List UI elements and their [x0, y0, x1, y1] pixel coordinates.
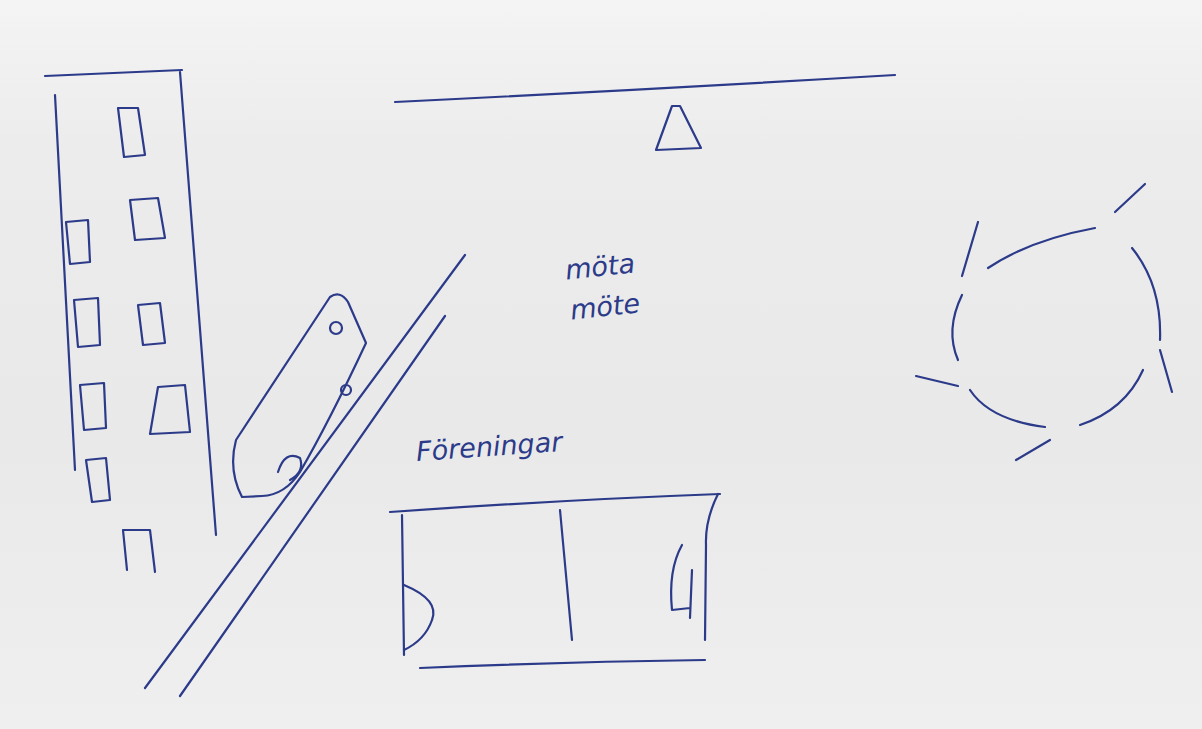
tram — [145, 255, 465, 696]
sun-arc — [970, 390, 1045, 427]
tram-window — [341, 385, 351, 395]
handwritten-label: möte — [569, 288, 642, 325]
balance-scale — [395, 75, 895, 150]
tram-body — [233, 294, 366, 497]
building-window — [74, 298, 100, 347]
sun-ray — [1160, 350, 1172, 392]
building-window — [130, 198, 165, 240]
pitch-line — [390, 494, 720, 512]
building-window — [66, 220, 90, 264]
football-pitch — [390, 494, 720, 668]
sun — [916, 184, 1172, 460]
sun-ray — [962, 222, 978, 276]
tram-track — [180, 316, 445, 696]
building-window — [118, 108, 145, 157]
building-wall — [180, 72, 216, 535]
pitch-goal-area — [671, 545, 692, 618]
pitch-line — [420, 660, 705, 668]
handwritten-label: möta — [564, 248, 637, 285]
sun-ray — [916, 376, 958, 386]
pitch-center-line — [560, 510, 572, 640]
balance-beam — [395, 75, 895, 102]
apartment-building — [45, 70, 216, 572]
handwritten-label: Föreningar — [415, 427, 563, 467]
sun-arc — [1132, 248, 1160, 340]
building-wall — [55, 95, 75, 470]
building-window — [138, 303, 165, 345]
sun-arc — [1080, 370, 1143, 425]
tram-wheel — [278, 456, 301, 480]
pitch-line — [705, 494, 718, 640]
building-window — [80, 383, 106, 430]
tram-track — [145, 255, 465, 688]
sun-arc — [988, 228, 1095, 268]
building-window — [150, 385, 190, 434]
sun-arc — [952, 295, 962, 360]
building-door — [123, 530, 155, 572]
pitch-goal-area — [404, 585, 433, 650]
tram-window — [330, 322, 342, 334]
building-window — [86, 458, 110, 502]
balance-pivot — [656, 106, 701, 150]
building-roof — [45, 70, 182, 76]
sun-ray — [1016, 440, 1050, 460]
sun-ray — [1115, 184, 1145, 212]
